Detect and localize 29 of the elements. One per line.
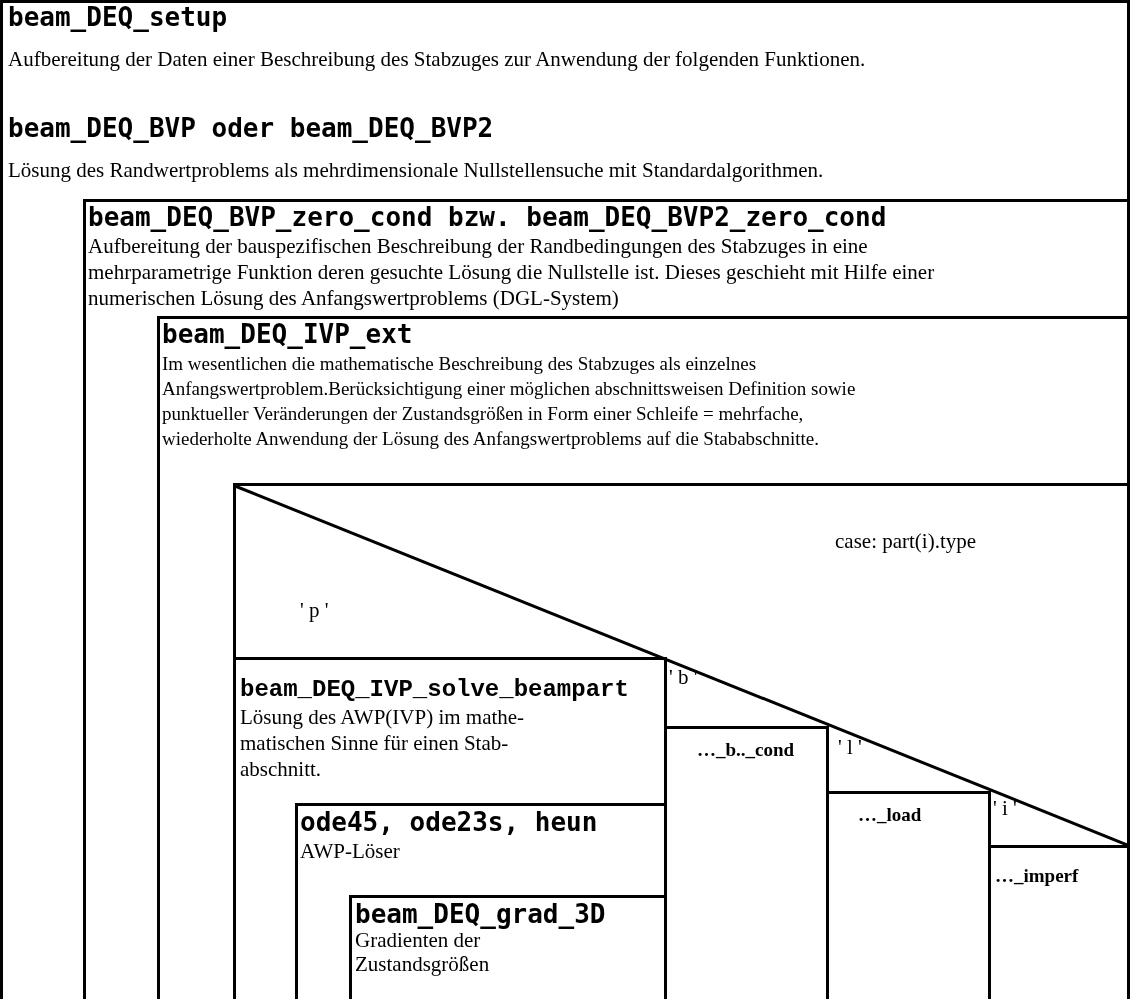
nested-block <box>83 199 1127 999</box>
description-text: AWP-Löser <box>300 838 400 864</box>
function-heading: beam_DEQ_IVP_solve_beampart <box>240 676 629 704</box>
case-branch-block <box>233 657 667 999</box>
description-text: Gradienten der Zustandsgrößen <box>355 928 490 976</box>
case-value-label: ' i ' <box>993 796 1017 820</box>
nested-block <box>157 316 1127 999</box>
case-value-label: ' l ' <box>838 735 862 759</box>
case-branch-block <box>826 791 991 999</box>
description-text: Aufbereitung der Daten einer Beschreibung des Stabzuges zur Anwendung der folgenden Funktionen. <box>8 46 866 72</box>
case-value-label: ' p ' <box>300 598 329 622</box>
branch-function: …_load <box>858 803 922 827</box>
branch-function: …_b.._cond <box>697 738 795 762</box>
function-heading: ode45, ode23s, heun <box>300 807 598 837</box>
branch-function: …_imperf <box>995 864 1079 888</box>
nested-block <box>295 803 667 999</box>
function-heading: beam_DEQ_BVP_zero_cond bzw. beam_DEQ_BVP2_zero_cond <box>88 202 887 232</box>
description-text: Lösung des Randwertproblems als mehrdimensionale Nullstellensuche mit Standardalgorithmen. <box>8 157 824 183</box>
description-text: Im wesentlichen die mathematische Beschreibung des Stabzuges als einzelnes Anfangswertproblem.Berücksichtigung einer möglichen abschnittsweisen Definition sowie punktueller Veränderungen der Zustandsgrößen in Form einer Schleife = mehrfache, wiederholte Anwendung der Lösung des Anfangswertproblems auf die Stababschnitte. <box>162 352 857 451</box>
description-text: Lösung des AWP(IVP) im mathe- matischen Sinne für einen Stab- abschnitt. <box>240 704 526 782</box>
function-heading: beam_DEQ_IVP_ext <box>162 319 413 349</box>
description-text: Aufbereitung der bauspezifischen Beschreibung der Randbedingungen des Stabzuges in eine mehrparametrige Funktion deren gesuchte Lösung die Nullstelle ist. Dieses geschieht mit Hilfe einer numerischen Lösung des Anfangswertproblems (DGL-System) <box>88 233 936 311</box>
function-heading: beam_DEQ_grad_3D <box>355 899 606 929</box>
function-heading: beam_DEQ_setup <box>8 2 228 32</box>
case-branch-block <box>664 726 829 999</box>
case-block <box>233 483 1127 999</box>
case-condition: case: part(i).type <box>835 528 977 554</box>
function-heading: beam_DEQ_BVP oder beam_DEQ_BVP2 <box>8 113 494 143</box>
nested-block <box>349 895 667 999</box>
